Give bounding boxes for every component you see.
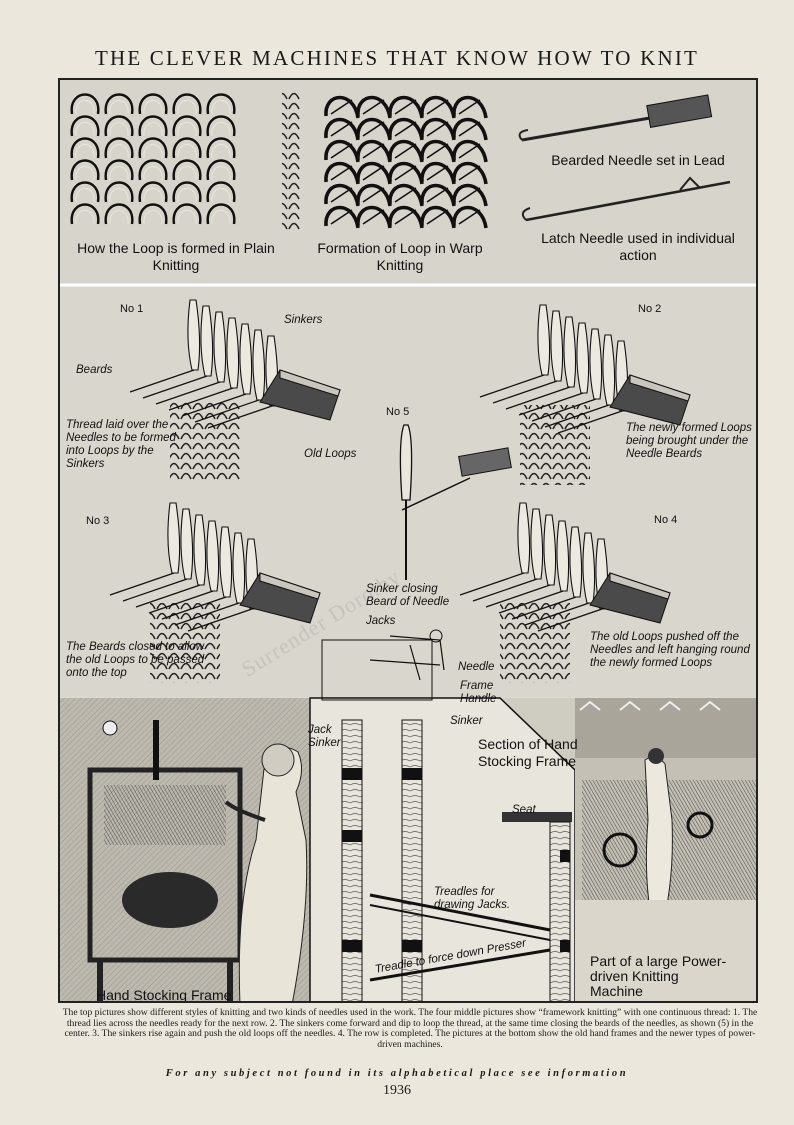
footer-note: For any subject not found in its alphabe… — [165, 1068, 629, 1079]
framework-step-1-illustration — [129, 299, 341, 480]
old-loops-pushed-label: The old Loops pushed off the Needles and… — [590, 631, 750, 669]
sinker-closing-beard-illustration — [399, 424, 512, 580]
hand-stocking-frame-photo — [60, 698, 310, 1001]
latch-needle-label: Latch Needle used in individual action — [541, 230, 735, 263]
seat-label: Seat — [512, 804, 536, 816]
engraving-artwork — [60, 80, 756, 1001]
page-number: 1936 — [383, 1083, 411, 1098]
section-title-label: Section of Hand Stocking Frame — [478, 736, 578, 769]
jacks-label: Jacks — [366, 615, 396, 627]
newly-formed-loops-label: The newly formed Loops being brought und… — [626, 422, 752, 460]
step-no3-label: No 3 — [86, 515, 110, 527]
section-diagram — [309, 629, 576, 1001]
beards-closed-label: The Beards closed to allow the old Loops… — [66, 641, 205, 679]
step-no4-label: No 4 — [654, 514, 678, 526]
framework-step-3-illustration — [109, 502, 321, 683]
bearded-needle-label: Bearded Needle set in Lead — [551, 152, 725, 168]
sinkers-label: Sinkers — [284, 314, 323, 326]
framework-step-2-illustration — [479, 304, 691, 485]
top-panel-bg — [60, 80, 756, 285]
sinker-label: Sinker — [450, 715, 483, 727]
hand-frame-label: Hand Stocking Frame — [96, 987, 232, 1003]
sinker-closing-label: Sinker closing Beard of Needle — [366, 583, 450, 608]
step-no1-label: No 1 — [120, 303, 144, 315]
treadles-jacks-label: Treadles for drawing Jacks. — [434, 886, 511, 911]
plain-knitting-loops-illustration — [70, 93, 236, 225]
chain-stitch-illustration — [282, 92, 300, 232]
frame-handle-label: Frame Handle — [460, 680, 497, 705]
illustration-plate: How the Loop is formed in Plain Knitting… — [58, 78, 758, 1003]
plain-knitting-label: How the Loop is formed in Plain Knitting — [77, 240, 275, 273]
page-title: THE CLEVER MACHINES THAT KNOW HOW TO KNI… — [94, 46, 700, 70]
figure-caption: The top pictures show different styles o… — [62, 1007, 758, 1050]
needle-label: Needle — [458, 661, 495, 673]
latch-needle-illustration — [521, 176, 731, 222]
jack-sinker-label: Jack Sinker — [308, 724, 341, 749]
warp-knitting-loops-illustration — [324, 95, 488, 229]
beards-label: Beards — [76, 364, 113, 376]
old-loops-label: Old Loops — [304, 448, 357, 460]
step-no5-label: No 5 — [386, 406, 410, 418]
power-machine-label: Part of a large Power-driven Knitting Ma… — [590, 953, 727, 999]
framework-step-4-illustration — [459, 502, 671, 683]
power-knitting-machine-photo — [575, 698, 756, 1001]
bearded-needle-illustration — [518, 94, 713, 142]
warp-knitting-label: Formation of Loop in Warp Knitting — [317, 240, 483, 273]
thread-laid-label: Thread laid over the Needles to be forme… — [66, 419, 176, 470]
step-no2-label: No 2 — [638, 303, 662, 315]
